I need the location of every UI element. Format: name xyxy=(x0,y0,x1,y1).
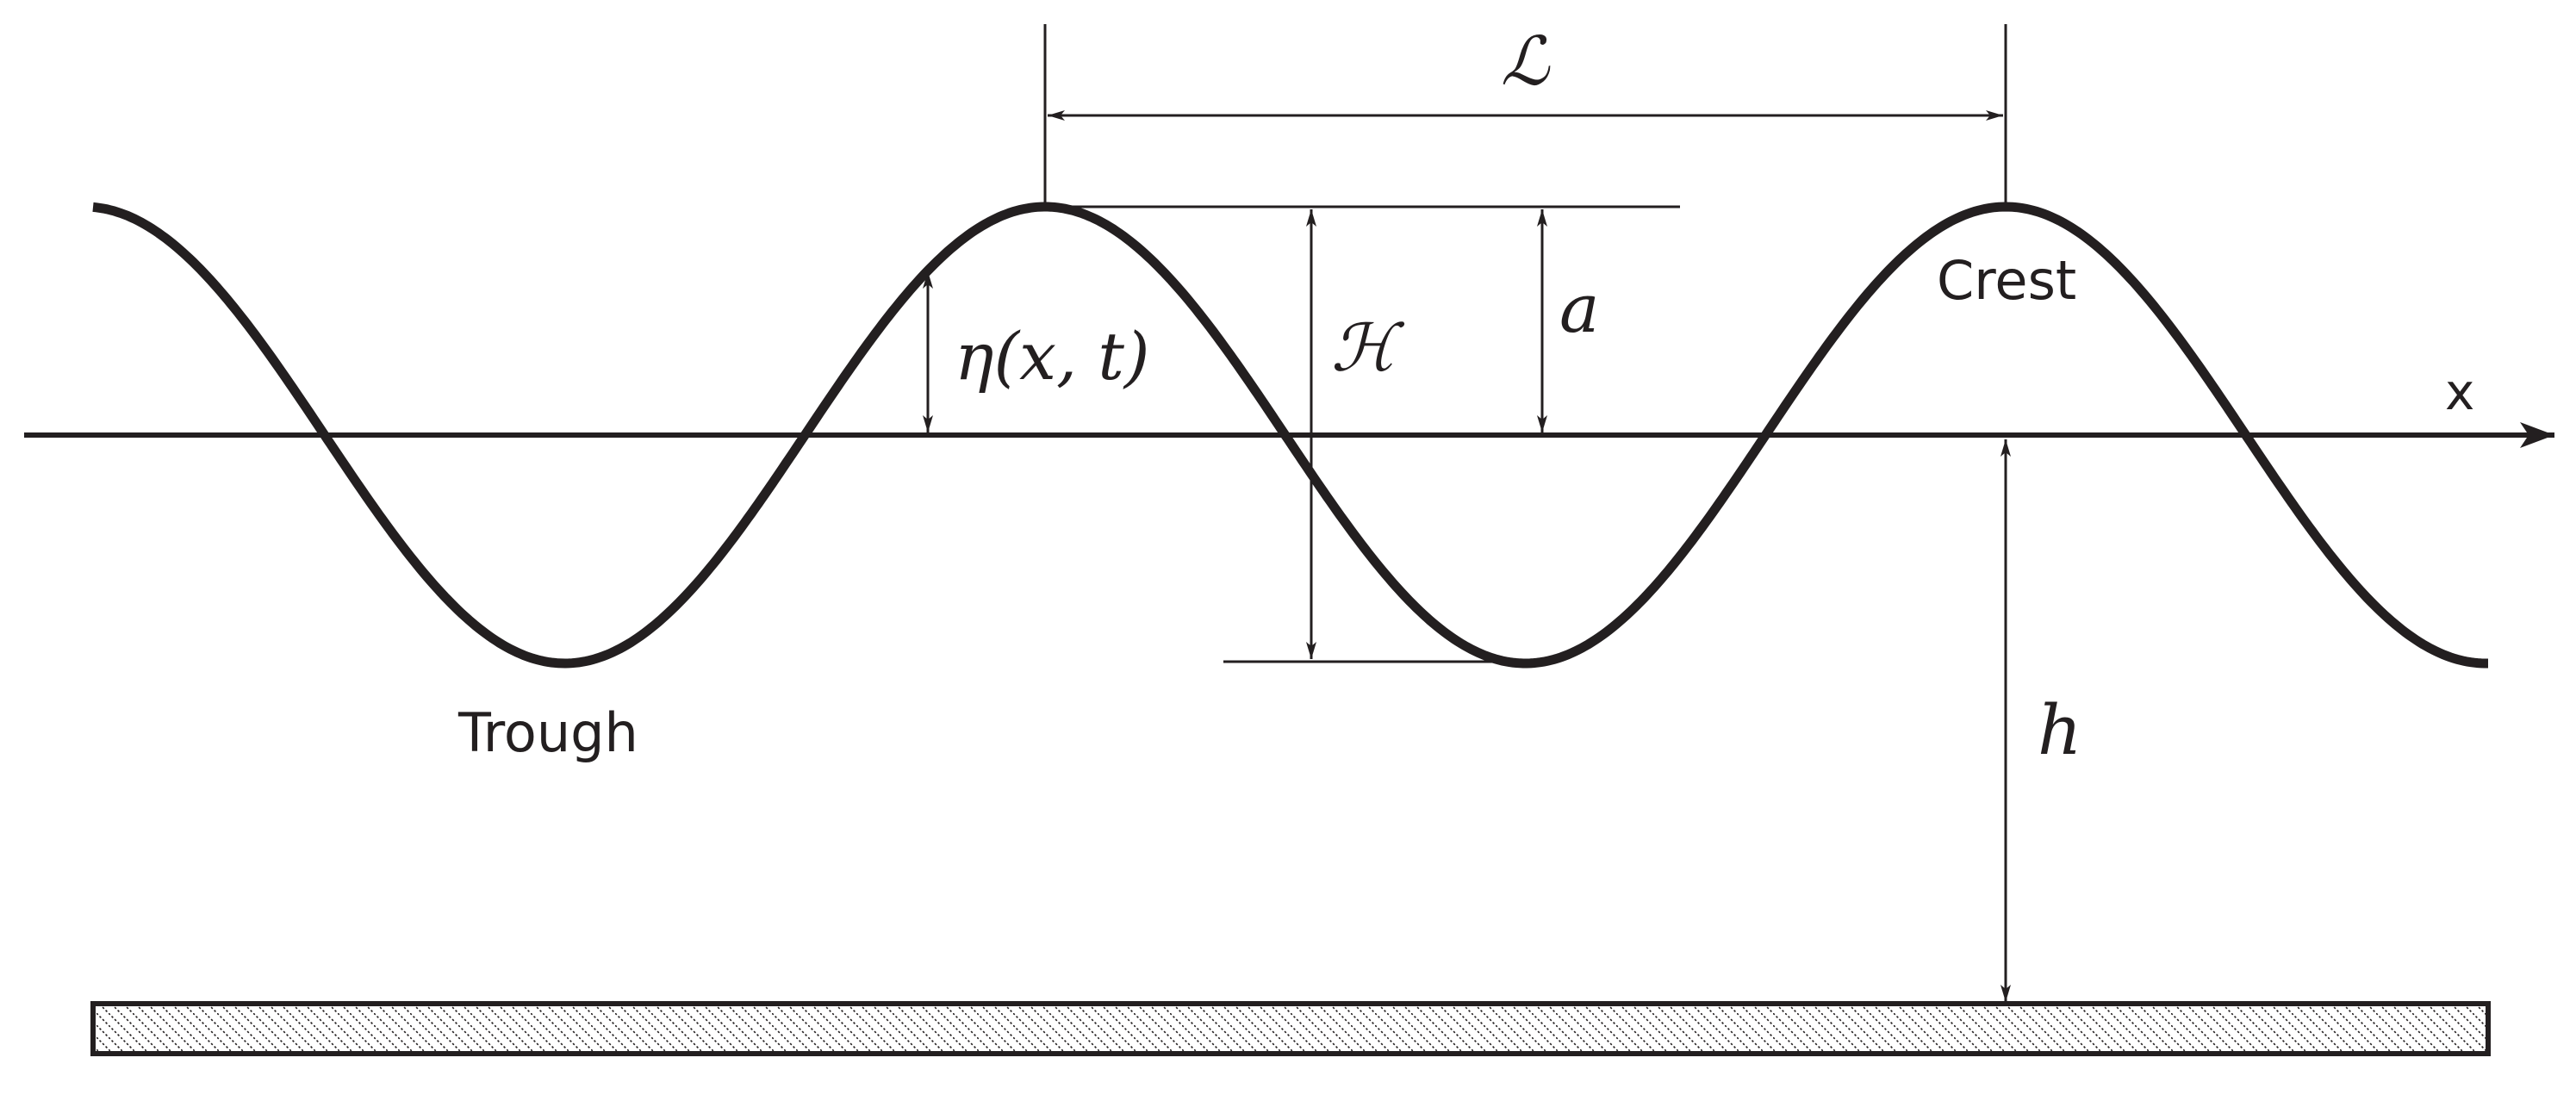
trough-label: Trough xyxy=(457,701,638,764)
wavelength-label: ℒ xyxy=(1501,23,1551,101)
elevation-label: η(x, t) xyxy=(955,318,1150,395)
wave-height-label: ℋ xyxy=(1331,309,1405,386)
crest-label: Crest xyxy=(1937,249,2076,312)
wave-profile xyxy=(92,202,2488,669)
depth-label: h xyxy=(2038,690,2082,770)
amplitude-label: a xyxy=(1559,271,1600,348)
x-axis-label: x xyxy=(2445,363,2474,421)
sea-bed xyxy=(90,1001,2491,1056)
